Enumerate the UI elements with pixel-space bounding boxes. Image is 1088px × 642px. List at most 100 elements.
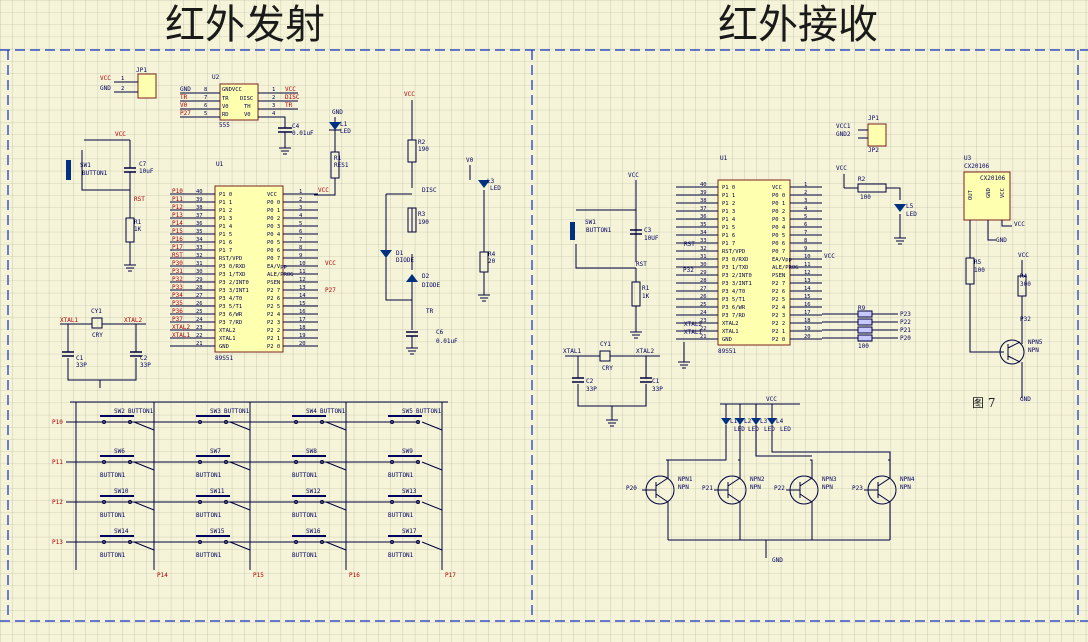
svg-text:1K: 1K: [642, 293, 650, 300]
tx-u1-right-pin-name: P2 1: [267, 336, 280, 342]
rx-npn-type: NPN: [750, 484, 761, 491]
rx-u1-left-pin-name: XTAL1: [722, 329, 739, 335]
svg-text:VCC: VCC: [100, 75, 111, 82]
key-switch-label: BUTTON1: [388, 472, 414, 479]
rx-u1-right-pin-name: P0 1: [772, 201, 785, 207]
rx-xtal2-net: XTAL2: [684, 321, 702, 328]
rx-npn-ref: NPN4: [900, 476, 915, 483]
tx-u1-left-pin-name: P3 1/TXD: [219, 272, 246, 278]
svg-text:GND: GND: [180, 86, 191, 93]
tx-u1-left-pin-num: 36: [196, 221, 203, 227]
rx-u1-right-pin-num: 13: [804, 278, 811, 284]
rx-u1-left-pin-name: P1 7: [722, 241, 735, 247]
svg-text:20: 20: [488, 258, 496, 265]
tx-u1-left-pin-name: P1 0: [219, 192, 232, 198]
svg-text:VCC1: VCC1: [836, 123, 851, 130]
key-switch-ref: SW12: [306, 488, 321, 495]
key-switch-ref: SW8: [306, 448, 317, 455]
svg-text:JP1: JP1: [136, 67, 147, 74]
rx-u1-left-pin-name: P1 2: [722, 201, 735, 207]
rx-r9-network: R9 P23100P22100P21100P20100: [822, 305, 911, 350]
svg-text:R1: R1: [134, 219, 142, 226]
tx-u1-right-pin-name: P2 5: [267, 304, 280, 310]
svg-text:L1: L1: [340, 121, 348, 128]
svg-text:1: 1: [272, 87, 275, 93]
tx-u1-left-pin-num: 23: [196, 325, 203, 331]
tx-u1-left-pin-name: P1 4: [219, 224, 233, 230]
svg-text:CRY: CRY: [92, 332, 103, 339]
svg-text:LED: LED: [906, 211, 917, 218]
rx-u1-left-pin-num: 30: [700, 262, 707, 268]
tx-u1-left-pin-num: 39: [196, 197, 203, 203]
rx-u1-right-pin-num: 18: [804, 318, 811, 324]
svg-text:33P: 33P: [76, 362, 87, 369]
tx-u1-right-pin-name: P2 7: [267, 288, 280, 294]
svg-text:C4: C4: [292, 123, 300, 130]
tx-u1-left-net: RST: [172, 252, 183, 259]
rx-u1-right-pin-num: 16: [804, 302, 811, 308]
rx-u1-right-pin-num: 11: [804, 262, 811, 268]
tx-u1-left-pin-num: 28: [196, 285, 203, 291]
rx-u1-right-pin-name: P0 2: [772, 209, 785, 215]
key-switch-label: BUTTON1: [128, 408, 154, 415]
tx-u1-left-pin-num: 22: [196, 333, 203, 339]
svg-text:L5: L5: [906, 203, 914, 210]
rx-u1-right-pin-num: 3: [804, 198, 807, 204]
tx-u1-left-pin-name: P3 0/RXD: [219, 264, 246, 270]
key-switch-ref: SW16: [306, 528, 321, 535]
r9-resistor: [857, 310, 873, 318]
svg-text:VCC: VCC: [404, 91, 415, 98]
svg-text:300: 300: [1020, 281, 1031, 288]
rx-u1-left-pin-name: P3 7/RD: [722, 313, 745, 319]
tx-l3-r4: V0 L3 LED R4 20: [466, 157, 501, 302]
key-row-net: P10: [52, 419, 63, 426]
tx-u1-right-pin-num: 15: [299, 301, 306, 307]
svg-text:VCC: VCC: [1018, 252, 1029, 259]
key-switch-ref: SW3: [210, 408, 221, 415]
rx-u1-right-pin-num: 10: [804, 254, 811, 260]
c4-capacitor: C4 0.01uF: [278, 123, 314, 155]
tx-u1-right-pin-name: EA/Vpp: [267, 264, 287, 270]
svg-text:DISC: DISC: [422, 187, 437, 194]
svg-text:190: 190: [418, 146, 429, 153]
svg-text:XTAL1: XTAL1: [60, 317, 78, 324]
svg-text:DIODE: DIODE: [422, 282, 440, 289]
svg-text:R5: R5: [974, 259, 982, 266]
rx-u1-right-pin-num: 9: [804, 246, 807, 252]
svg-text:C3: C3: [644, 227, 652, 234]
svg-text:NPN5: NPN5: [1028, 339, 1043, 346]
rx-npn-type: NPN: [900, 484, 911, 491]
key-switch-label: BUTTON1: [292, 472, 318, 479]
rx-u1-left-pin-num: 29: [700, 270, 707, 276]
key-row-net: P11: [52, 459, 63, 466]
rx-led-ref: L4: [776, 418, 784, 425]
tx-u1-left-net: P35: [172, 300, 183, 307]
rx-u1-left-pin-num: 22: [700, 326, 707, 332]
tx-u1-left-pin-name: P3 3/INT1: [219, 288, 249, 294]
rx-u1-right-pin-name: P0 5: [772, 233, 785, 239]
tx-u1-right-pin-num: 5: [299, 221, 302, 227]
svg-text:GND2: GND2: [836, 131, 851, 138]
rx-led-label: LED: [748, 426, 759, 433]
svg-text:JP2: JP2: [868, 147, 879, 154]
jp1-header: JP1 VCC GND 1 2: [100, 67, 157, 99]
rx-npn-ref: NPN1: [678, 476, 693, 483]
rx-u1-left-pin-num: 39: [700, 190, 707, 196]
tx-u1-right-pin-num: 8: [299, 245, 302, 251]
svg-text:V0: V0: [222, 104, 229, 110]
svg-text:1: 1: [121, 76, 124, 82]
rx-u1-left-pin-num: 31: [700, 254, 707, 260]
svg-text:TR: TR: [222, 96, 229, 102]
svg-text:2: 2: [272, 95, 275, 101]
tx-u1-left-pin-name: P3 7/RD: [219, 320, 242, 326]
svg-text:C2: C2: [140, 355, 148, 362]
rx-u1-left-pin-num: 38: [700, 198, 707, 204]
tx-u1-left-pin-name: P3 4/T0: [219, 296, 242, 302]
rx-rst-net: RST: [684, 241, 695, 248]
